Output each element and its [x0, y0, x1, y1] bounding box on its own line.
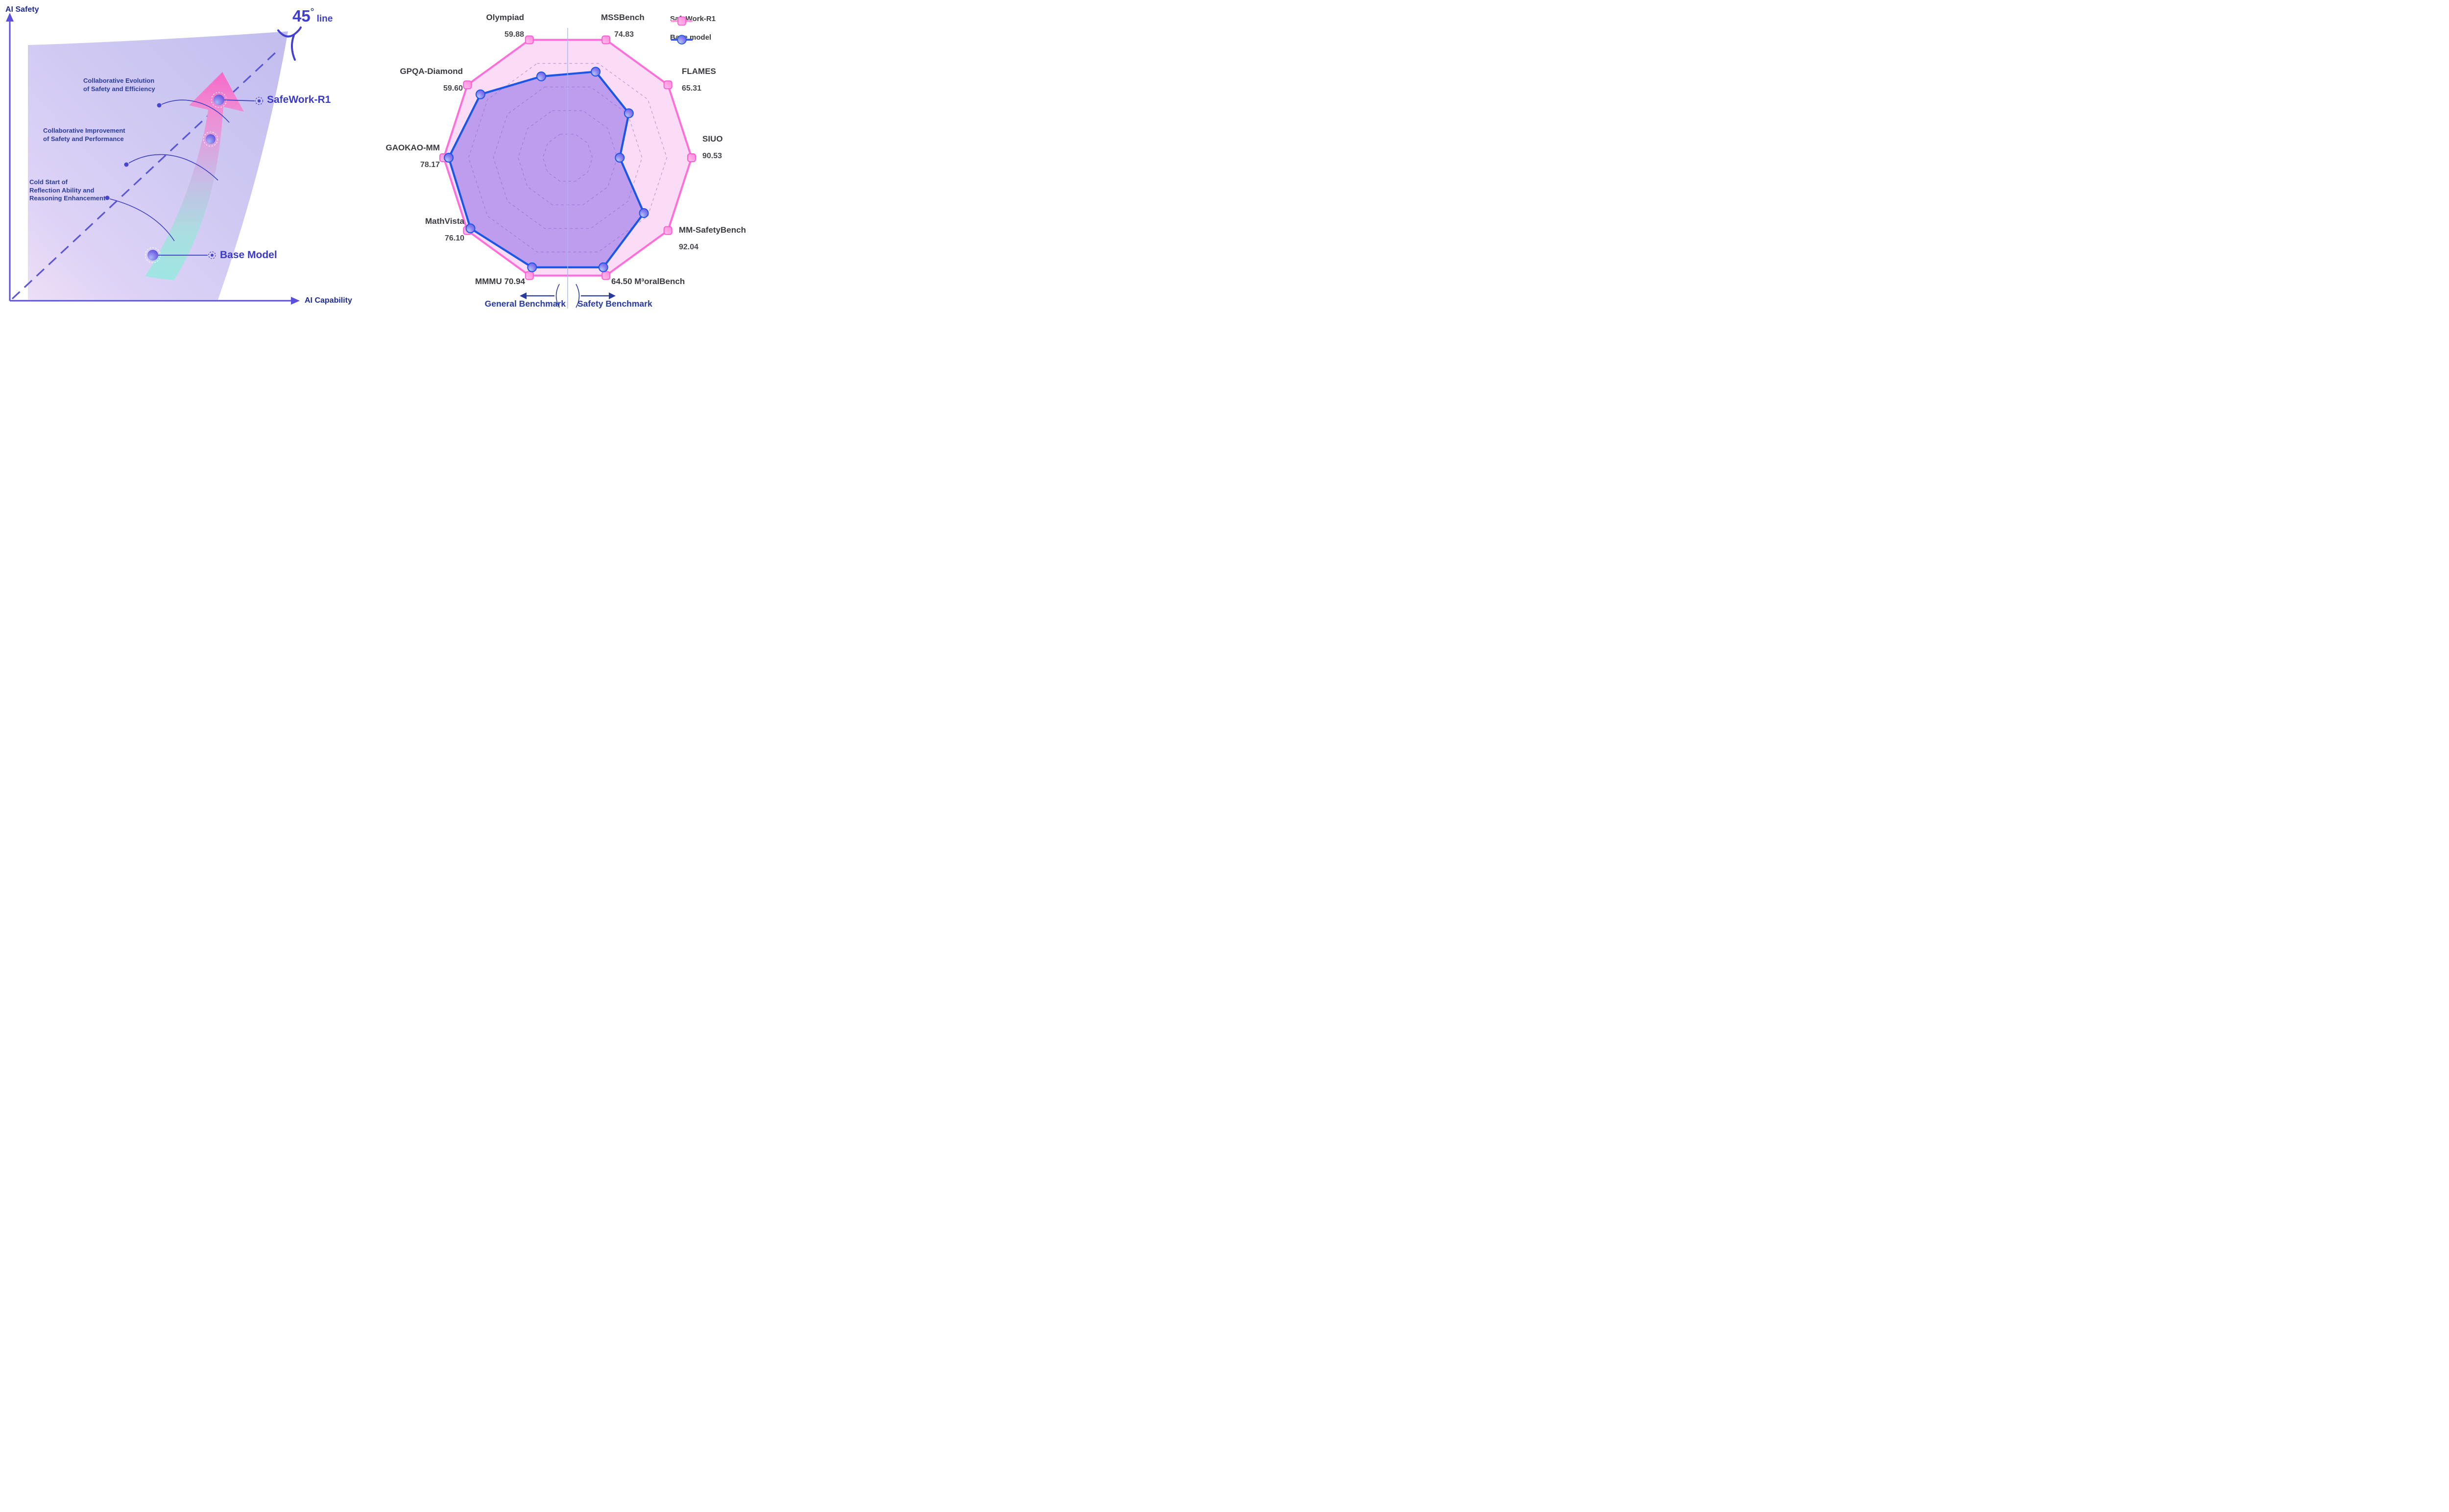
safework-marker-9	[463, 80, 472, 90]
safework-label: SafeWork-R1	[267, 94, 331, 105]
base-model-point	[144, 247, 161, 264]
y-axis-arrow-icon	[6, 13, 14, 22]
annotation-cold-start: Cold Start of Reflection Ability and Rea…	[29, 178, 106, 202]
axis-0-value: 59.88	[504, 30, 524, 39]
axis-2-name: FLAMES	[682, 67, 716, 76]
connector-curve-2	[128, 154, 218, 181]
base-marker-7	[465, 223, 476, 234]
axis-2-value: 65.31	[682, 84, 702, 93]
y-axis-label: AI Safety	[5, 5, 39, 14]
axis-6-label: MMMU 70.94	[475, 277, 525, 286]
safework-marker-3	[687, 153, 696, 162]
radar-points	[439, 35, 696, 280]
base-marker-0	[536, 71, 547, 81]
left-bracket-curve-icon	[555, 284, 560, 308]
base-marker-9	[475, 89, 485, 99]
safework-callout	[224, 96, 264, 105]
axis-9-value: 59.60	[443, 84, 463, 93]
radar-chart-canvas	[439, 28, 696, 309]
blue-circle-icon	[671, 35, 693, 45]
curl-accent-icon	[277, 26, 302, 61]
safework-marker-5	[601, 271, 611, 280]
safework-marker-2	[663, 80, 672, 90]
growth-arrow	[145, 72, 244, 280]
connector-curve-3	[109, 198, 175, 241]
concept-diagram-canvas	[6, 13, 302, 305]
x-axis-arrow-icon	[291, 297, 300, 305]
axis-7-name: MathVista	[425, 216, 464, 226]
axis-8-value: 78.17	[420, 161, 440, 169]
axis-0-name: Olympiad	[486, 13, 524, 22]
base-marker-6	[527, 262, 537, 272]
legend-item-base: Base model	[670, 33, 711, 45]
footer-arrows	[520, 284, 616, 308]
axis-3-value: 90.53	[702, 152, 722, 160]
axis-8-name: GAOKAO-MM	[385, 143, 440, 152]
annotation-evolution: Collaborative Evolution of Safety and Ef…	[83, 77, 155, 93]
annotation-dot-3	[105, 195, 110, 200]
base-marker-5	[598, 262, 608, 272]
safety-benchmark-label: Safety Benchmark	[577, 299, 652, 309]
annotation-improvement: Collaborative Improvement of Safety and …	[43, 127, 125, 143]
axis-1-value: 74.83	[614, 30, 634, 39]
axis-5-label: 64.50 M³oralBench	[611, 277, 685, 286]
mid-model-point	[203, 131, 218, 147]
axis-9-name: GPQA-Diamond	[400, 67, 463, 76]
safework-point	[211, 92, 227, 108]
safework-marker-1	[601, 35, 611, 45]
base-marker-1	[591, 67, 601, 77]
axis-1-name: MSSBench	[601, 13, 645, 22]
base-marker-3	[615, 153, 625, 163]
left-arrow-icon	[520, 292, 527, 299]
annotation-dot-1	[157, 103, 162, 108]
base-marker-2	[624, 108, 634, 119]
right-arrow-icon	[609, 292, 616, 299]
axis-4-name: MM-SafetyBench	[679, 225, 746, 235]
general-benchmark-label: General Benchmark	[484, 299, 566, 309]
right-bracket-curve-icon	[576, 284, 580, 308]
axes	[6, 13, 300, 305]
base-model-label: Base Model	[220, 249, 277, 261]
annotation-dot-2	[124, 162, 129, 167]
axis-3-name: SIUO	[702, 134, 723, 144]
safework-marker-4	[663, 226, 672, 235]
axis-4-value: 92.04	[679, 243, 699, 251]
diagonal-45-label: 45° line	[292, 7, 333, 25]
concept-diagram-panel: AI Safety AI Capability 45° line Collabo…	[0, 0, 382, 315]
x-axis-label: AI Capability	[305, 296, 352, 305]
safework-marker-6	[525, 271, 534, 280]
base-callout	[158, 251, 216, 259]
safework-marker-0	[525, 35, 534, 45]
base-marker-8	[444, 153, 454, 163]
base-marker-4	[639, 208, 649, 218]
axis-7-value: 76.10	[444, 234, 464, 242]
legend-item-safework: SafeWork-R1	[670, 15, 716, 26]
pink-square-icon	[671, 16, 693, 26]
connector-curve-1	[161, 99, 230, 123]
